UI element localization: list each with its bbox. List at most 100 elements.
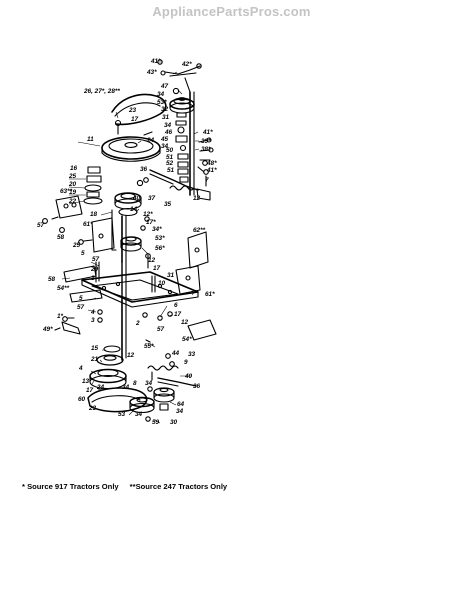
callout-label: 53 <box>118 411 126 418</box>
callout-label: 53* <box>155 235 165 242</box>
callout-label: 31 <box>162 114 170 121</box>
callout-label: 17 <box>131 116 139 123</box>
lower-spring <box>147 365 179 371</box>
callout-label: 23 <box>88 405 97 412</box>
callout-label: 7 <box>205 177 209 184</box>
callout-label: 44 <box>171 350 180 357</box>
callout-label: 58 <box>48 276 56 283</box>
callout-label: 5 <box>79 295 83 302</box>
callout-label: 36 <box>140 166 148 173</box>
callout-label: 33 <box>188 351 196 358</box>
callout-label: 54* <box>182 336 192 343</box>
idler-arm <box>149 169 199 191</box>
callout-label: 36 <box>193 383 201 390</box>
callout-label: 41* <box>206 167 217 174</box>
callout-labels: 41* 42* 43* 47 34 53* 32 31 34 46 45 34 … <box>37 58 217 426</box>
leader-lines <box>61 61 200 424</box>
linkage-rod <box>164 65 201 75</box>
callout-label: 52 <box>166 160 174 167</box>
callout-label: 59 <box>152 419 160 426</box>
callout-label: 12* <box>143 211 153 218</box>
bracket-61-lower <box>175 265 201 295</box>
callout-label: 17 <box>153 265 161 272</box>
callout-label: 13 <box>82 378 90 385</box>
callout-label: 6 <box>174 302 178 309</box>
callout-label: 34* <box>152 226 162 233</box>
callout-label: 57 <box>157 326 165 333</box>
bracket-63 <box>55 195 83 219</box>
callout-label: 30 <box>170 419 178 426</box>
lower-pulley-21 <box>96 354 124 366</box>
callout-label: 12 <box>181 319 189 326</box>
callout-label: 57 <box>92 256 100 263</box>
callout-label: 50 <box>166 147 174 154</box>
callout-label: 17* <box>146 219 156 226</box>
callout-label: 11 <box>87 136 94 143</box>
callout-label: 4 <box>90 309 95 316</box>
callout-label: 51 <box>166 154 174 161</box>
callout-label: 29 <box>90 266 99 273</box>
callout-label: 34 <box>176 408 184 415</box>
callout-label: 57 <box>37 222 45 229</box>
callout-label: 54** <box>57 285 70 292</box>
callout-label: 25 <box>72 242 81 249</box>
callout-label: 38* <box>201 146 211 153</box>
callout-label: 62** <box>193 227 206 234</box>
callout-label: 3 <box>91 275 95 282</box>
callout-label: 25 <box>68 173 77 180</box>
callout-label: 45 <box>160 136 169 143</box>
callout-label: 63** <box>60 188 73 195</box>
drive-belt-upper <box>111 93 167 126</box>
callout-label: 61* <box>205 291 215 298</box>
lower-arm <box>157 377 197 387</box>
callout-label: 47 <box>160 83 169 90</box>
callout-label: 3 <box>91 317 95 324</box>
callout-label: 64 <box>177 401 185 408</box>
callout-label: 37 <box>148 195 156 202</box>
callout-label: 46 <box>164 129 173 136</box>
callout-label: 49* <box>42 326 53 333</box>
callout-label: 15 <box>91 345 99 352</box>
callout-label: 20 <box>68 181 77 188</box>
callout-label: 16 <box>70 165 78 172</box>
callout-label: 4 <box>78 365 83 372</box>
callout-label: 24 <box>96 384 105 391</box>
callout-label: 21 <box>90 356 99 363</box>
callout-label: 41* <box>150 58 161 65</box>
callout-label: 1* <box>57 313 64 320</box>
callout-label: 5 <box>81 250 85 257</box>
spring-35 <box>169 185 195 191</box>
callout-label: 34 <box>157 91 165 98</box>
callout-label: 53* <box>157 99 167 106</box>
callout-label: 12 <box>148 257 156 264</box>
callout-label: 34 <box>135 411 143 418</box>
callout-label: 61* <box>83 221 93 228</box>
callout-label: 8 <box>133 380 137 387</box>
footnote-source-917: * Source 917 Tractors Only <box>22 482 119 491</box>
callout-label: 51 <box>167 167 175 174</box>
callout-label: 17 <box>174 311 182 318</box>
callout-label: 41* <box>202 129 213 136</box>
diagram-drawing <box>42 59 217 422</box>
callout-label: 40 <box>132 195 141 202</box>
callout-label: 58 <box>57 234 65 241</box>
callout-label: 17 <box>86 387 94 394</box>
callout-label: 32 <box>161 106 169 113</box>
callout-label: 10 <box>158 280 166 287</box>
callout-label: 55* <box>144 343 154 350</box>
footnote-source-247: **Source 247 Tractors Only <box>129 482 228 491</box>
callout-label: 26, 27*, 28** <box>83 88 120 95</box>
callout-label: 19 <box>69 189 77 196</box>
callout-label: 57 <box>77 304 85 311</box>
callout-label: 23 <box>128 107 137 114</box>
watermark: AppliancePartsPros.com <box>152 4 311 19</box>
footnote: * Source 917 Tractors Only **Source 247 T… <box>22 482 227 491</box>
callout-label: 34 <box>122 384 130 391</box>
callout-label: 35 <box>164 201 172 208</box>
callout-label: 2 <box>135 320 140 327</box>
callout-label: 34 <box>164 122 172 129</box>
callout-label: 48* <box>206 160 217 167</box>
callout-label: 12 <box>127 352 135 359</box>
callout-label: 42* <box>181 61 192 68</box>
